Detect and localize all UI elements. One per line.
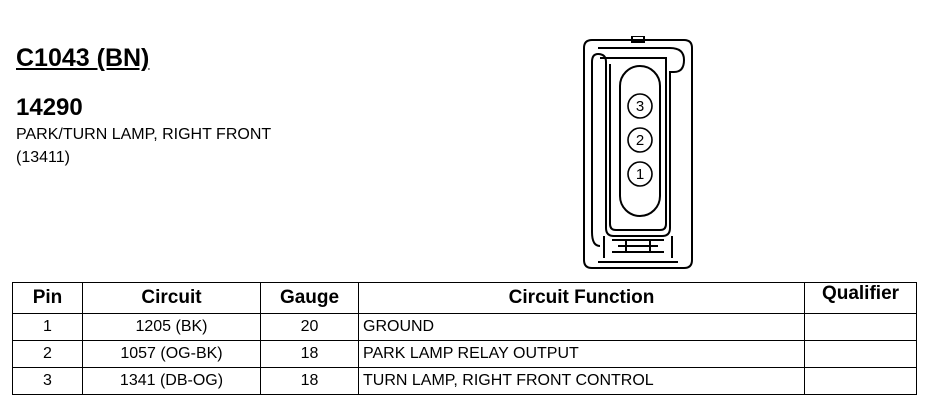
cell-gauge: 20 <box>260 313 359 341</box>
cell-circuit: 1341 (DB-OG) <box>82 367 261 395</box>
pin-3-circle <box>627 93 653 119</box>
connector-face-diagram: 3 2 1 <box>583 36 693 269</box>
cell-function: TURN LAMP, RIGHT FRONT CONTROL <box>358 367 805 395</box>
cell-pin: 2 <box>12 340 83 368</box>
table-row: 1 1205 (BK) 20 GROUND <box>12 313 917 341</box>
cell-function: PARK LAMP RELAY OUTPUT <box>358 340 805 368</box>
connector-inner-shell <box>591 47 686 247</box>
cell-pin: 3 <box>12 367 83 395</box>
pin-2-circle <box>627 127 653 153</box>
pinout-table: Pin Circuit Gauge Circuit Function Quali… <box>12 282 917 395</box>
cell-gauge: 18 <box>260 367 359 395</box>
pin-1-circle <box>627 161 653 187</box>
connector-latch <box>631 36 645 43</box>
pin-1-label: 1 <box>636 166 644 183</box>
pin-cavity-housing <box>619 65 661 217</box>
cell-circuit: 1057 (OG-BK) <box>82 340 261 368</box>
table-header-row: Pin Circuit Gauge Circuit Function Quali… <box>12 282 917 314</box>
header-circuit: Circuit <box>82 282 261 314</box>
connector-outer-shell <box>583 39 693 269</box>
cell-qualifier <box>804 367 917 395</box>
part-number: 14290 <box>16 94 83 121</box>
cell-qualifier <box>804 313 917 341</box>
cell-function: GROUND <box>358 313 805 341</box>
header-qualifier: Qualifier <box>804 282 917 314</box>
table-row: 3 1341 (DB-OG) 18 TURN LAMP, RIGHT FRONT… <box>12 367 917 395</box>
header-circuit-function: Circuit Function <box>358 282 805 314</box>
cell-pin: 1 <box>12 313 83 341</box>
header-gauge: Gauge <box>260 282 359 314</box>
pin-2-label: 2 <box>636 132 644 149</box>
component-reference: (13411) <box>16 149 70 166</box>
cell-circuit: 1205 (BK) <box>82 313 261 341</box>
cell-qualifier <box>804 340 917 368</box>
cell-gauge: 18 <box>260 340 359 368</box>
header-pin: Pin <box>12 282 83 314</box>
pin-3-label: 3 <box>636 98 644 115</box>
table-row: 2 1057 (OG-BK) 18 PARK LAMP RELAY OUTPUT <box>12 340 917 368</box>
connector-id: C1043 (BN) <box>16 44 150 72</box>
component-description: PARK/TURN LAMP, RIGHT FRONT <box>16 126 272 143</box>
